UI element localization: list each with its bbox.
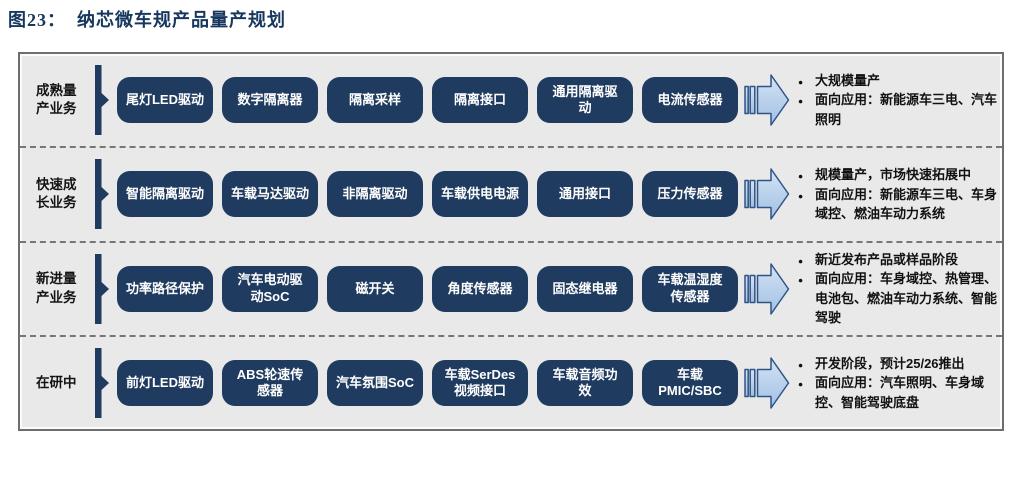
striped-right-arrow-icon bbox=[744, 357, 790, 409]
row-category-label: 在研中 bbox=[36, 374, 77, 390]
note-text: 面向应用：新能源车三电、汽车照明 bbox=[815, 92, 998, 127]
diagram-panel: 成熟量 产业务 尾灯LED驱动 数字隔离器 隔离采样 隔离接口 通用隔离驱 动 … bbox=[18, 52, 1004, 431]
product-pill: 尾灯LED驱动 bbox=[117, 77, 213, 124]
product-pill-group: 功率路径保护 汽车电动驱 动SoC 磁开关 角度传感器 固态继电器 车载温湿度 … bbox=[117, 265, 738, 312]
product-pill: 车载马达驱动 bbox=[222, 171, 318, 218]
product-pill: 智能隔离驱动 bbox=[117, 171, 213, 218]
bracket-arrow-icon bbox=[95, 253, 109, 324]
note-text: 开发阶段，预计25/26推出 bbox=[815, 355, 965, 371]
notes-list: ● 规模量产，市场快速拓展中 ● 面向应用：新能源车三电、车身域控、燃油车动力系统 bbox=[798, 165, 998, 224]
note-text: 大规模量产 bbox=[815, 72, 881, 88]
row-fast-growing: 快速成 长业务 智能隔离驱动 车载马达驱动 非隔离驱动 车载供电电源 通用接口 … bbox=[20, 146, 1002, 240]
note-item: ● 规模量产，市场快速拓展中 bbox=[798, 165, 998, 185]
product-pill: 电流传感器 bbox=[642, 77, 738, 124]
note-item: ● 面向应用：新能源车三电、车身域控、燃油车动力系统 bbox=[798, 185, 998, 224]
note-item: ● 大规模量产 bbox=[798, 71, 998, 91]
note-item: ● 开发阶段，预计25/26推出 bbox=[798, 354, 998, 374]
bullet-icon: ● bbox=[798, 171, 804, 182]
bullet-icon: ● bbox=[798, 379, 804, 390]
striped-right-arrow-icon bbox=[744, 168, 790, 221]
product-pill: 功率路径保护 bbox=[117, 265, 213, 312]
figure-title: 图23： 纳芯微车规产品量产规划 bbox=[8, 10, 286, 30]
notes-list: ● 新近发布产品或样品阶段 ● 面向应用：车身域控、热管理、电池包、燃油车动力系统、… bbox=[798, 250, 998, 328]
product-pill: 车载供电电源 bbox=[432, 171, 528, 218]
bullet-icon: ● bbox=[798, 96, 804, 107]
note-text: 规模量产，市场快速拓展中 bbox=[815, 167, 972, 183]
product-pill: 车载温湿度 传感器 bbox=[642, 265, 738, 312]
product-pill: 数字隔离器 bbox=[222, 77, 318, 124]
row-under-development: 在研中 前灯LED驱动 ABS轮速传 感器 汽车氛围SoC 车载SerDes 视… bbox=[20, 334, 1002, 429]
note-text: 面向应用：汽车照明、车身域控、智能驾驶底盘 bbox=[815, 375, 985, 410]
product-pill: 隔离接口 bbox=[432, 77, 528, 124]
bullet-icon: ● bbox=[798, 190, 804, 201]
product-pill: 角度传感器 bbox=[432, 265, 528, 312]
product-pill-group: 前灯LED驱动 ABS轮速传 感器 汽车氛围SoC 车载SerDes 视频接口 … bbox=[117, 359, 738, 406]
product-pill: 非隔离驱动 bbox=[327, 171, 423, 218]
product-pill: 汽车氛围SoC bbox=[327, 359, 423, 406]
notes-list: ● 大规模量产 ● 面向应用：新能源车三电、汽车照明 bbox=[798, 71, 998, 130]
note-item: ● 面向应用：汽车照明、车身域控、智能驾驶底盘 bbox=[798, 373, 998, 412]
product-pill: ABS轮速传 感器 bbox=[222, 359, 318, 406]
bullet-icon: ● bbox=[798, 76, 804, 87]
striped-right-arrow-icon bbox=[744, 262, 790, 315]
product-pill: 固态继电器 bbox=[537, 265, 633, 312]
product-pill: 车载音频功 效 bbox=[537, 359, 633, 406]
product-pill: 压力传感器 bbox=[642, 171, 738, 218]
product-pill: 隔离采样 bbox=[327, 77, 423, 124]
note-item: ● 面向应用：新能源车三电、汽车照明 bbox=[798, 90, 998, 129]
product-pill: 车载 PMIC/SBC bbox=[642, 359, 738, 406]
striped-right-arrow-icon bbox=[744, 74, 790, 126]
note-item: ● 面向应用：车身域控、热管理、电池包、燃油车动力系统、智能驾驶 bbox=[798, 269, 998, 328]
row-mature-mass-production: 成熟量 产业务 尾灯LED驱动 数字隔离器 隔离采样 隔离接口 通用隔离驱 动 … bbox=[20, 54, 1002, 146]
row-category-label: 新进量 产业务 bbox=[36, 271, 77, 305]
product-pill: 磁开关 bbox=[327, 265, 423, 312]
product-pill: 车载SerDes 视频接口 bbox=[432, 359, 528, 406]
bullet-icon: ● bbox=[798, 359, 804, 370]
bracket-arrow-icon bbox=[95, 159, 109, 230]
product-pill: 前灯LED驱动 bbox=[117, 359, 213, 406]
bracket-arrow-icon bbox=[95, 65, 109, 136]
product-pill: 通用接口 bbox=[537, 171, 633, 218]
row-category-label: 快速成 长业务 bbox=[36, 177, 77, 211]
note-text: 面向应用：车身域控、热管理、电池包、燃油车动力系统、智能驾驶 bbox=[815, 271, 998, 326]
bullet-icon: ● bbox=[798, 275, 804, 286]
note-text: 面向应用：新能源车三电、车身域控、燃油车动力系统 bbox=[815, 186, 998, 222]
note-item: ● 新近发布产品或样品阶段 bbox=[798, 250, 998, 270]
bullet-icon: ● bbox=[798, 255, 804, 266]
product-pill: 汽车电动驱 动SoC bbox=[222, 265, 318, 312]
note-text: 新近发布产品或样品阶段 bbox=[815, 251, 959, 267]
row-new-to-mass-production: 新进量 产业务 功率路径保护 汽车电动驱 动SoC 磁开关 角度传感器 固态继电… bbox=[20, 240, 1002, 335]
product-pill: 通用隔离驱 动 bbox=[537, 77, 633, 124]
notes-list: ● 开发阶段，预计25/26推出 ● 面向应用：汽车照明、车身域控、智能驾驶底盘 bbox=[798, 354, 998, 413]
product-pill-group: 智能隔离驱动 车载马达驱动 非隔离驱动 车载供电电源 通用接口 压力传感器 bbox=[117, 171, 738, 218]
row-category-label: 成熟量 产业务 bbox=[36, 82, 77, 117]
bracket-arrow-icon bbox=[95, 347, 109, 418]
product-pill-group: 尾灯LED驱动 数字隔离器 隔离采样 隔离接口 通用隔离驱 动 电流传感器 bbox=[117, 77, 738, 124]
